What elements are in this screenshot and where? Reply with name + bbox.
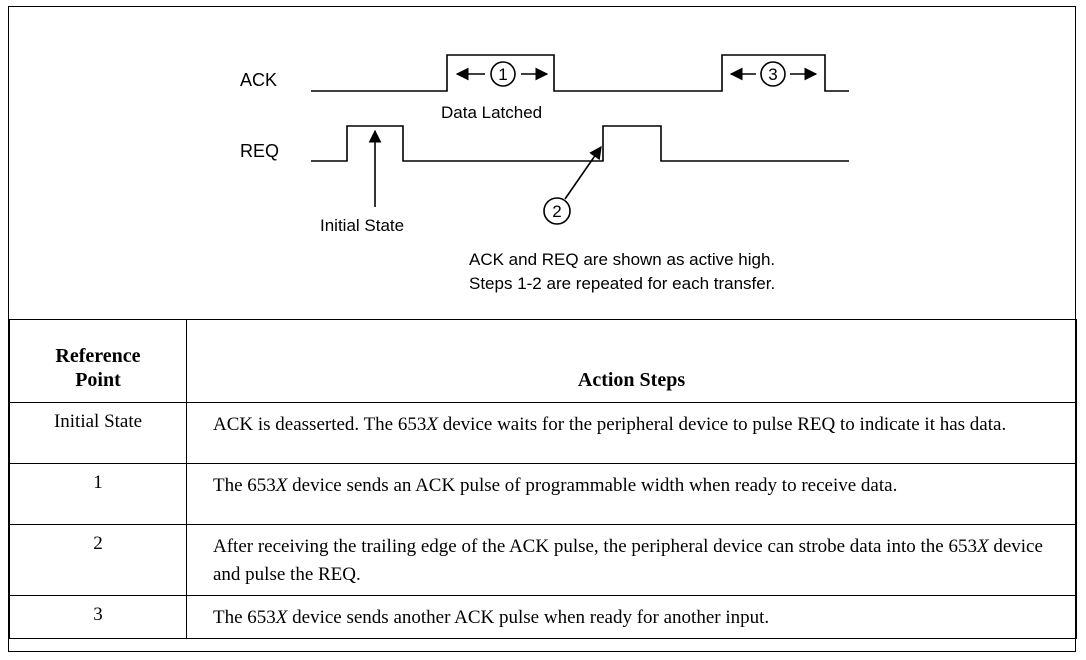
action-text: device waits for the peripheral device t… (437, 414, 1007, 435)
action-text-italic: X (426, 414, 438, 435)
action-text-italic: X (275, 475, 288, 496)
data-latched-label: Data Latched (441, 103, 542, 122)
action-steps-table: Reference Point Action Steps Initial Sta… (9, 319, 1077, 639)
header-reference-line1: Reference (55, 345, 141, 367)
action-text: device and pulse the REQ. (213, 536, 1043, 585)
step-2-pointer-arrow (564, 145, 602, 200)
figure-frame: ACK REQ 1 3 Data Latched (8, 6, 1077, 652)
reference-cell: 3 (9, 595, 187, 639)
reference-cell: 1 (9, 463, 187, 525)
step-3-number: 3 (768, 65, 777, 84)
reference-cell: Initial State (9, 402, 187, 464)
action-text: After receiving the trailing edge of the… (213, 536, 977, 557)
action-text: device sends another ACK pulse when read… (287, 607, 770, 628)
header-reference-line2: Point (75, 369, 121, 391)
ack-waveform (311, 54, 849, 92)
action-text: The 653 (213, 475, 276, 496)
ack-signal-label: ACK (240, 70, 277, 90)
req-signal-label: REQ (240, 141, 279, 161)
header-reference-point: Reference Point (9, 319, 187, 403)
table-row: 3 The 653X device sends another ACK puls… (9, 595, 1077, 639)
req-waveform (311, 125, 849, 162)
table-row: Initial State ACK is deasserted. The 653… (9, 402, 1077, 464)
action-text: ACK is deasserted. The 653 (213, 414, 427, 435)
step-1-marker (490, 61, 516, 87)
reference-cell: 2 (9, 524, 187, 596)
note-repeat-steps: Steps 1-2 are repeated for each transfer… (469, 274, 775, 293)
action-text-italic: X (275, 607, 288, 628)
header-action-steps: Action Steps (186, 319, 1077, 403)
action-cell: The 653X device sends an ACK pulse of pr… (186, 463, 1077, 525)
table-row: 1 The 653X device sends an ACK pulse of … (9, 463, 1077, 525)
note-active-high: ACK and REQ are shown as active high. (469, 250, 775, 269)
table-row: 2 After receiving the trailing edge of t… (9, 524, 1077, 596)
action-text: The 653 (213, 607, 276, 628)
action-cell: ACK is deasserted. The 653X device waits… (186, 402, 1077, 464)
initial-state-label: Initial State (320, 216, 404, 235)
timing-diagram: ACK REQ 1 3 Data Latched (9, 7, 1077, 319)
action-cell: The 653X device sends another ACK pulse … (186, 595, 1077, 639)
step-1-number: 1 (498, 65, 507, 84)
step-2-number: 2 (552, 202, 561, 221)
action-text: device sends an ACK pulse of programmabl… (287, 475, 898, 496)
step-3-marker (760, 61, 786, 87)
action-cell: After receiving the trailing edge of the… (186, 524, 1077, 596)
action-text-italic: X (976, 536, 989, 557)
step-2-marker (543, 197, 571, 225)
